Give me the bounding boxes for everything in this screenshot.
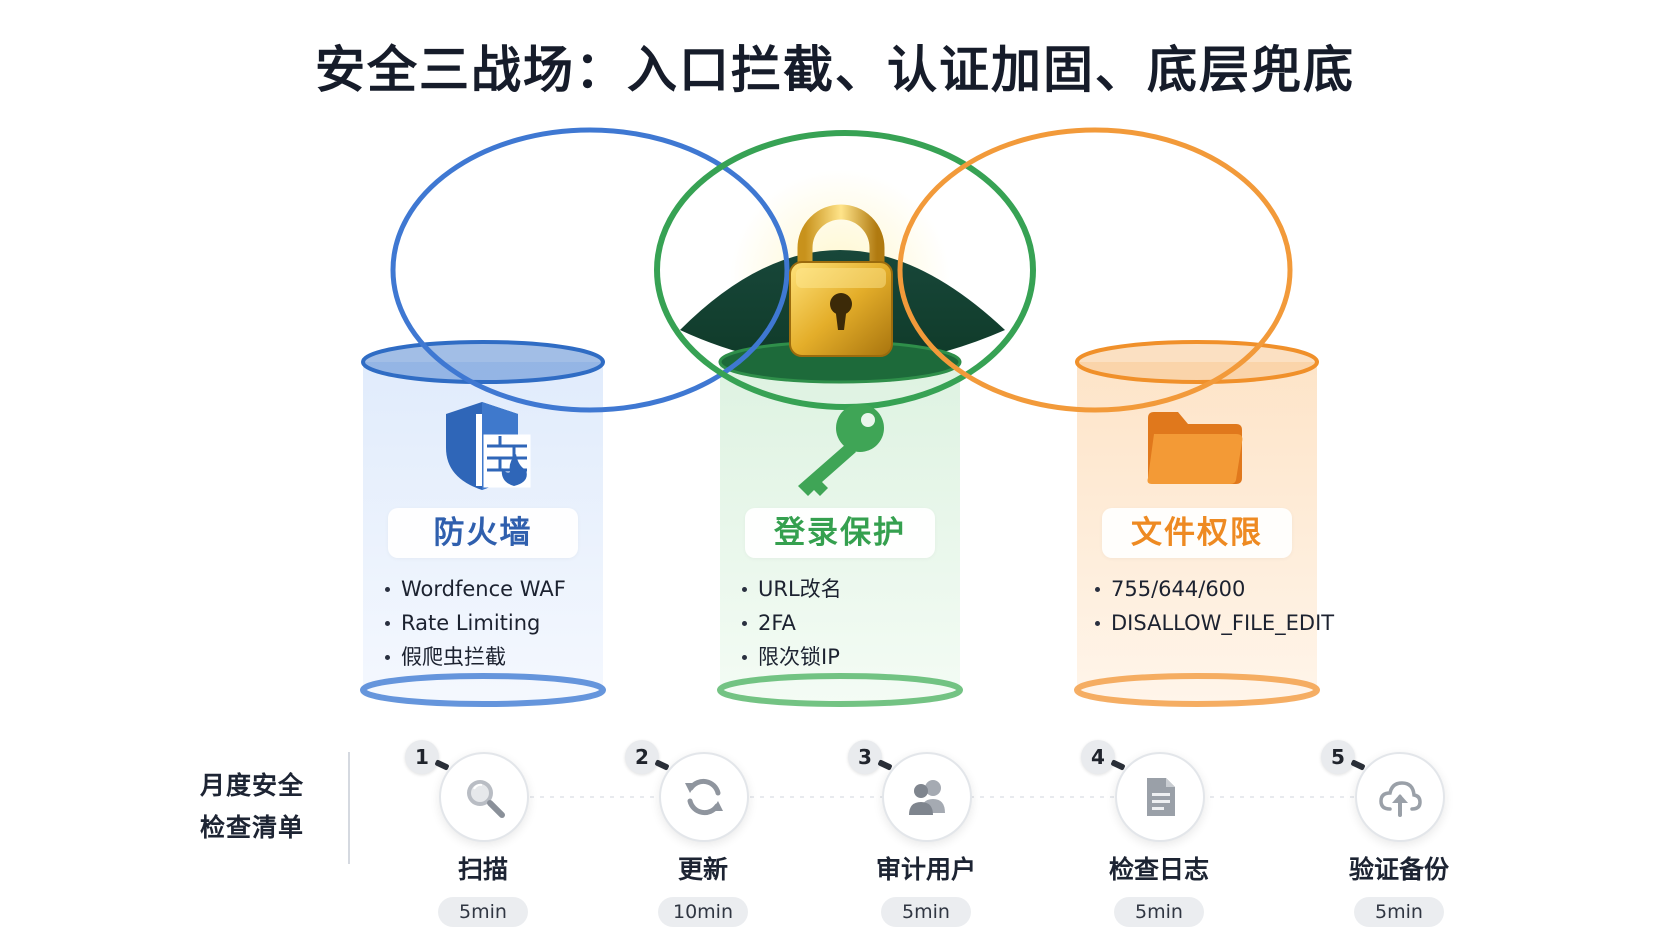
pillar-file-permissions-text: 文件权限 755/644/600 DISALLOW_FILE_EDIT bbox=[1077, 508, 1334, 640]
padlock-icon bbox=[789, 204, 893, 357]
step-icon-circle[interactable] bbox=[439, 752, 529, 842]
pillar-login-list: URL改名 2FA 限次锁IP bbox=[720, 572, 960, 674]
step-label: 审计用户 bbox=[875, 855, 976, 884]
step-icon-circle[interactable] bbox=[882, 752, 972, 842]
step-label: 检查日志 bbox=[1108, 855, 1209, 884]
ring-blue bbox=[390, 127, 790, 413]
step-time-badge: 5min bbox=[881, 897, 971, 927]
step-number: 1 bbox=[405, 740, 439, 774]
users-icon bbox=[909, 780, 945, 815]
pillar-title-login: 登录保护 bbox=[745, 508, 935, 558]
folder-icon bbox=[1147, 412, 1243, 484]
ring-green bbox=[654, 130, 1036, 410]
step-icon-circle[interactable] bbox=[659, 752, 749, 842]
checklist-label-line1: 月度安全 bbox=[200, 771, 305, 800]
pillar-title-firewall: 防火墙 bbox=[388, 508, 578, 558]
step-number: 4 bbox=[1081, 740, 1115, 774]
pillar-file-permissions-list: 755/644/600 DISALLOW_FILE_EDIT bbox=[1077, 572, 1334, 640]
list-item: Wordfence WAF bbox=[385, 572, 603, 606]
key-icon bbox=[798, 404, 884, 496]
checklist-divider bbox=[348, 752, 350, 864]
pillar-firewall-list: Wordfence WAF Rate Limiting 假爬虫拦截 bbox=[363, 572, 603, 674]
step-icon-circle[interactable] bbox=[1355, 752, 1445, 842]
checklist-label-line2: 检查清单 bbox=[200, 813, 305, 842]
step-time-badge: 5min bbox=[438, 897, 528, 927]
step-label: 验证备份 bbox=[1348, 855, 1449, 884]
list-item: DISALLOW_FILE_EDIT bbox=[1095, 606, 1334, 640]
list-item: 假爬虫拦截 bbox=[385, 640, 603, 674]
pillar-title-file-permissions: 文件权限 bbox=[1102, 508, 1292, 558]
list-item: 限次锁IP bbox=[742, 640, 960, 674]
magnifier-icon bbox=[467, 780, 505, 818]
list-item: 2FA bbox=[742, 606, 960, 640]
step-number: 5 bbox=[1321, 740, 1355, 774]
step-time-badge: 10min bbox=[658, 897, 748, 927]
page-title: 安全三战场：入口拦截、认证加固、底层兜底 bbox=[315, 41, 1355, 99]
pillar-firewall-text: 防火墙 Wordfence WAF Rate Limiting 假爬虫拦截 bbox=[363, 508, 603, 674]
shield-firewall-icon bbox=[446, 402, 531, 490]
step-number: 3 bbox=[848, 740, 882, 774]
pillar-login-text: 登录保护 URL改名 2FA 限次锁IP bbox=[720, 508, 960, 674]
step-time-badge: 5min bbox=[1114, 897, 1204, 927]
list-item: Rate Limiting bbox=[385, 606, 603, 640]
list-item: 755/644/600 bbox=[1095, 572, 1317, 606]
refresh-icon bbox=[685, 778, 723, 816]
step-label: 更新 bbox=[677, 855, 728, 884]
document-icon bbox=[1147, 778, 1175, 816]
list-item: URL改名 bbox=[742, 572, 960, 606]
step-number: 2 bbox=[625, 740, 659, 774]
checklist-label: 月度安全 检查清单 bbox=[200, 765, 304, 849]
step-label: 扫描 bbox=[457, 855, 508, 884]
ring-orange bbox=[897, 127, 1293, 413]
cloud-upload-icon bbox=[1379, 781, 1422, 817]
center-pillar-top bbox=[720, 342, 960, 382]
step-icon-circle[interactable] bbox=[1115, 752, 1205, 842]
step-time-badge: 5min bbox=[1354, 897, 1444, 927]
